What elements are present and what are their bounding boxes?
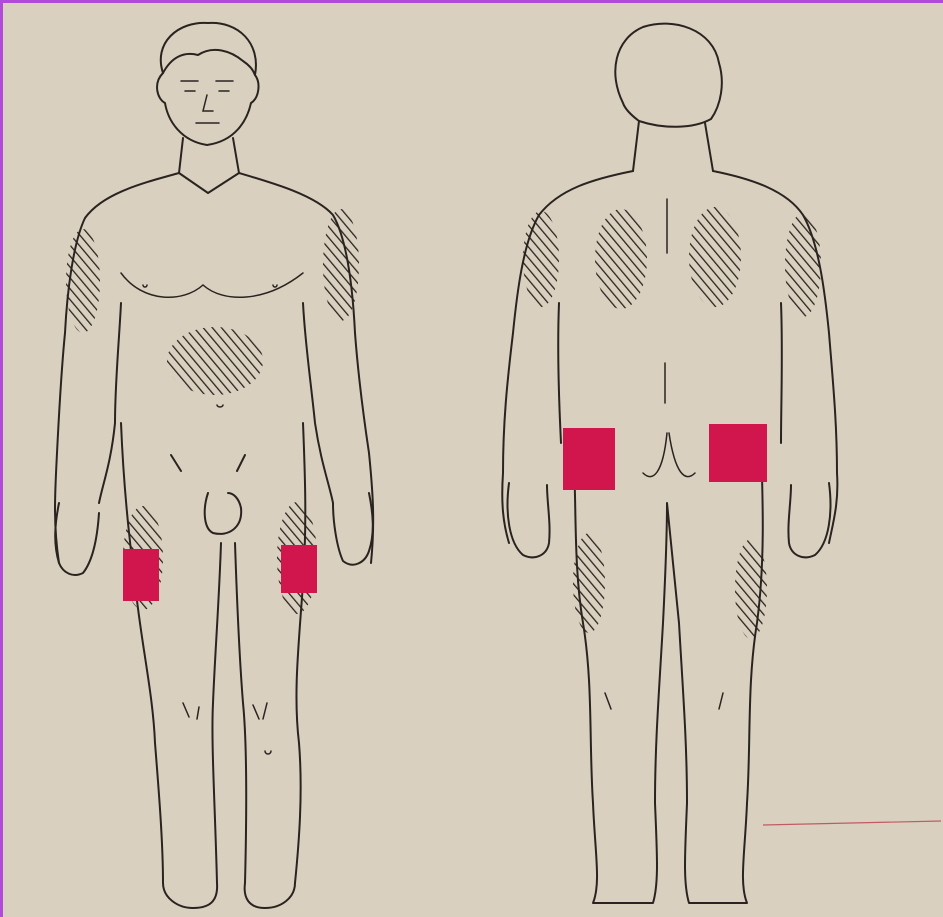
back-knees [605, 693, 723, 709]
front-right-hand [333, 493, 373, 565]
back-neck [633, 121, 713, 171]
back-right-shoulder-hatch [785, 213, 821, 317]
front-neck [179, 138, 239, 193]
back-right-hand [788, 483, 830, 557]
red-pencil-mark [763, 821, 941, 825]
front-face [181, 81, 233, 123]
front-left-shoulder-hatch [66, 229, 100, 333]
back-inner-arms [558, 303, 782, 443]
front-view-figure [55, 23, 373, 908]
back-right-thigh-hatch [735, 539, 767, 639]
back-legs [573, 443, 763, 903]
front-right-thigh-injection-site [281, 545, 317, 593]
back-right-upper-back-hatch [689, 207, 741, 307]
front-groin [171, 455, 245, 534]
body-diagram [3, 3, 943, 917]
front-abdomen-hatch [167, 327, 263, 395]
back-left-buttock-injection-site [563, 428, 615, 490]
back-left-thigh-hatch [573, 533, 605, 633]
back-spine [643, 199, 695, 477]
back-left-upper-back-hatch [595, 209, 647, 309]
back-view-figure [502, 24, 837, 903]
back-left-hand [508, 483, 550, 557]
back-left-shoulder-hatch [523, 211, 559, 307]
front-hair [163, 50, 255, 75]
front-knees [183, 703, 271, 754]
back-right-buttock-injection-site [709, 424, 767, 482]
front-left-hand [55, 503, 99, 575]
front-left-thigh-injection-site [123, 549, 159, 601]
front-right-shoulder-hatch [323, 209, 359, 321]
back-head-outline [615, 24, 722, 127]
figure-canvas [3, 3, 943, 917]
front-hips-legs [121, 423, 305, 908]
front-head-outline [157, 23, 258, 145]
